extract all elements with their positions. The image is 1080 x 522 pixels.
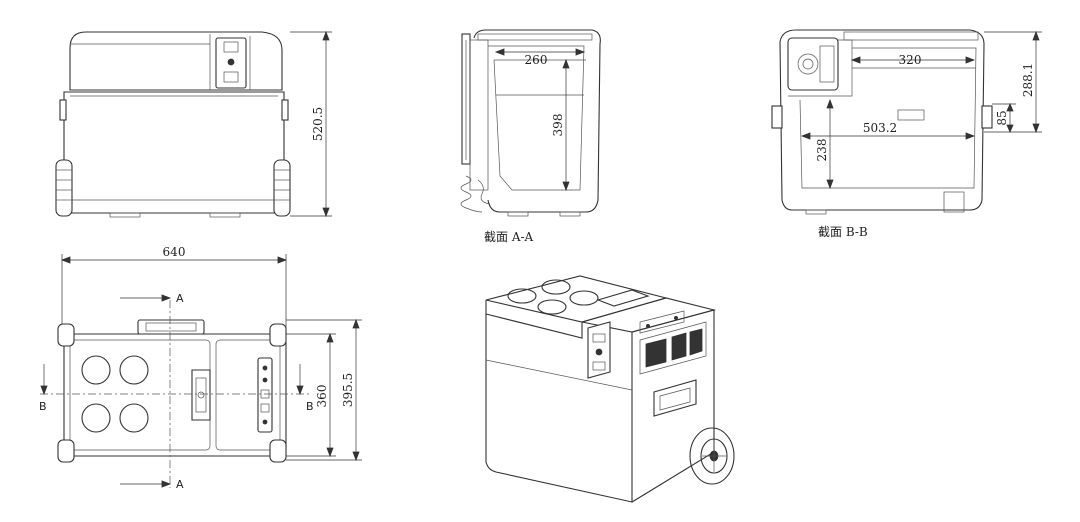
top-inner-depth-dim: 360 [315, 385, 329, 408]
cut-a-bottom: A [176, 478, 184, 491]
aa-caption: 截面 A-A [484, 230, 534, 244]
section-aa: 260 398 截面 A-A [460, 29, 601, 244]
bb-small-dim: 85 [995, 110, 1009, 125]
top-view: 640 A A [39, 245, 362, 491]
aa-width-dim: 260 [525, 53, 548, 67]
top-depth-dim: 395.5 [341, 373, 355, 407]
bb-inner-width-dim: 503.2 [863, 121, 897, 135]
aa-height-dim: 398 [551, 114, 565, 137]
front-view: 520.5 [55, 30, 332, 218]
bb-width-dim: 320 [899, 53, 922, 67]
bb-height-right-dim: 288.1 [1021, 63, 1035, 97]
isometric-view [485, 275, 735, 503]
front-height-dim: 520.5 [311, 107, 325, 141]
cut-a-top: A [176, 292, 184, 305]
cut-b-left: B [39, 400, 47, 413]
bb-caption: 截面 B-B [818, 225, 868, 239]
section-bb: 320 503.2 238 288.1 85 截面 B-B [771, 29, 1042, 239]
bb-height-left-dim: 238 [815, 139, 829, 162]
cut-b-right: B [306, 400, 314, 413]
top-width-dim: 640 [163, 245, 186, 259]
